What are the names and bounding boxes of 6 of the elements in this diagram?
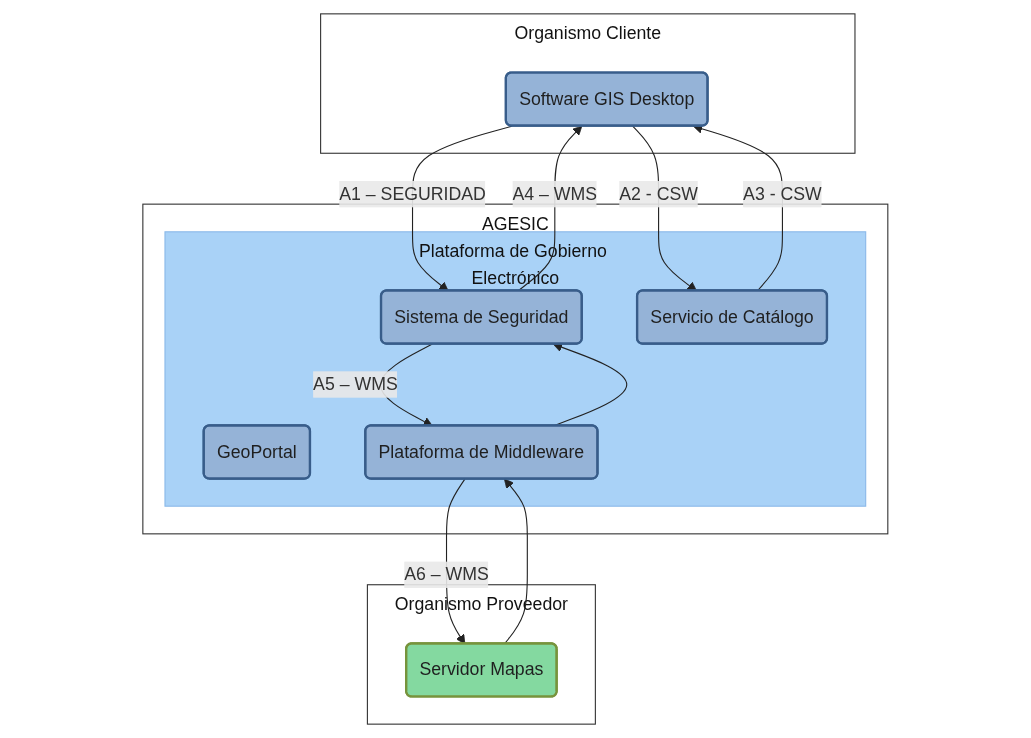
edge-label: A1 – SEGURIDAD	[339, 184, 486, 204]
edge-label: A5 – WMS	[313, 374, 398, 394]
edge-label: A3 - CSW	[743, 184, 822, 204]
edge-label: A2 - CSW	[619, 184, 699, 204]
edge-label: A4 – WMS	[512, 184, 598, 204]
edge-label: A6 – WMS	[404, 564, 489, 584]
